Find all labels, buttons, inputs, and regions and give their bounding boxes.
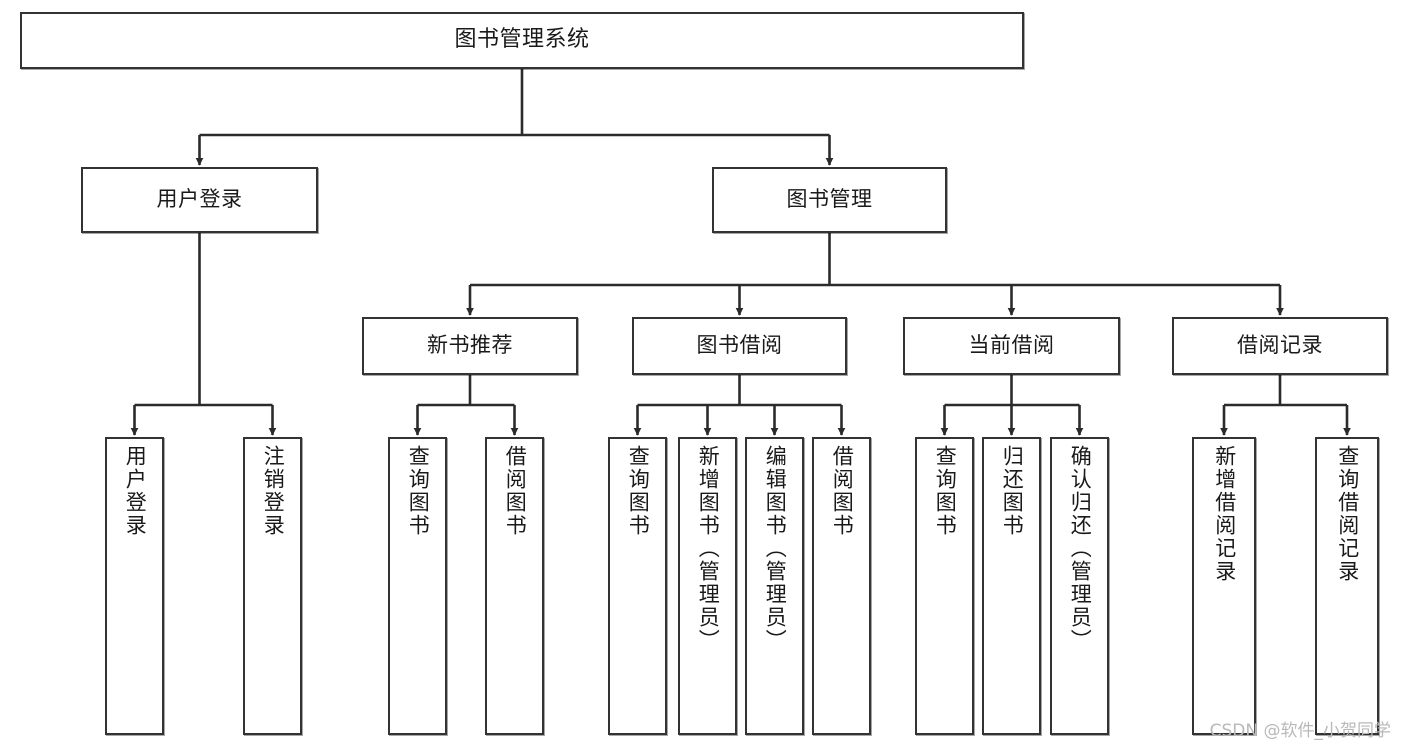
node-leaf-bor-4[interactable]: 借阅图书 xyxy=(812,437,871,735)
node-current[interactable]: 当前借阅 xyxy=(903,317,1120,375)
node-label: 用户登录 xyxy=(123,445,148,537)
node-label: 查询图书 xyxy=(933,445,958,537)
node-login[interactable]: 用户登录 xyxy=(81,167,318,233)
node-label: 查询图书 xyxy=(406,445,431,537)
node-leaf-cur-1[interactable]: 查询图书 xyxy=(915,437,974,735)
node-label: 查询借阅记录 xyxy=(1335,445,1360,583)
node-leaf-rec-2[interactable]: 查询借阅记录 xyxy=(1315,437,1379,735)
node-label: 图书管理系统 xyxy=(454,27,590,53)
node-leaf-bor-2[interactable]: 新增图书（管理员） xyxy=(678,437,737,735)
node-leaf-cur-2[interactable]: 归还图书 xyxy=(982,437,1041,735)
node-label: 新书推荐 xyxy=(427,333,513,358)
node-leaf-new-1[interactable]: 查询图书 xyxy=(388,437,447,735)
node-label: 归还图书 xyxy=(1000,445,1025,537)
node-label: 新增借阅记录 xyxy=(1212,445,1237,583)
node-label: 借阅记录 xyxy=(1237,333,1323,358)
node-label: 注销登录 xyxy=(261,445,286,537)
node-label: 借阅图书 xyxy=(503,445,528,537)
node-label: 借阅图书 xyxy=(830,445,855,537)
node-leaf-login-1[interactable]: 用户登录 xyxy=(105,437,164,735)
node-label: 新增图书（管理员） xyxy=(696,445,721,652)
node-leaf-login-2[interactable]: 注销登录 xyxy=(243,437,302,735)
node-label: 图书借阅 xyxy=(696,333,783,358)
node-root[interactable]: 图书管理系统 xyxy=(20,12,1024,69)
node-label: 查询图书 xyxy=(626,445,651,537)
node-leaf-cur-3[interactable]: 确认归还（管理员） xyxy=(1050,437,1109,735)
node-leaf-bor-1[interactable]: 查询图书 xyxy=(608,437,667,735)
node-leaf-bor-3[interactable]: 编辑图书（管理员） xyxy=(745,437,804,735)
node-borrow[interactable]: 图书借阅 xyxy=(632,317,847,375)
node-bookmgmt[interactable]: 图书管理 xyxy=(712,167,947,233)
node-label: 确认归还（管理员） xyxy=(1068,445,1093,652)
node-label: 编辑图书（管理员） xyxy=(763,445,788,652)
node-leaf-new-2[interactable]: 借阅图书 xyxy=(485,437,544,735)
node-label: 用户登录 xyxy=(156,187,243,212)
node-leaf-rec-1[interactable]: 新增借阅记录 xyxy=(1192,437,1256,735)
node-records[interactable]: 借阅记录 xyxy=(1172,317,1388,375)
node-label: 图书管理 xyxy=(786,187,873,212)
node-newbook[interactable]: 新书推荐 xyxy=(362,317,578,375)
node-label: 当前借阅 xyxy=(968,333,1055,358)
watermark: CSDN @软件_小贺同学 xyxy=(1209,721,1391,741)
